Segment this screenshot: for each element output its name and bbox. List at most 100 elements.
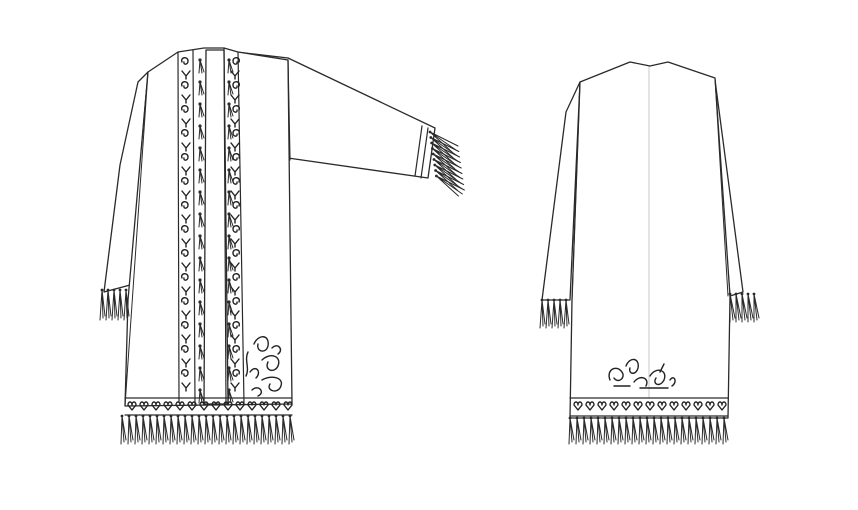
hem-motif xyxy=(573,401,583,411)
placket-motif xyxy=(181,166,191,176)
tassel xyxy=(227,235,234,250)
back-left-sleeve-fringe xyxy=(539,298,570,329)
placket-motif xyxy=(180,321,189,329)
front-right-opening-tassels xyxy=(227,58,234,404)
tassel xyxy=(198,301,205,316)
hem-motif xyxy=(633,401,643,411)
fringe-strand xyxy=(274,415,281,445)
placket-motif xyxy=(230,118,240,128)
tassel xyxy=(198,389,205,404)
fringe-strand xyxy=(435,170,465,191)
back-body xyxy=(569,61,731,419)
fringe-strand xyxy=(735,293,742,323)
fringe-strand xyxy=(575,417,582,445)
tassel xyxy=(198,235,205,250)
hem-motif xyxy=(597,401,607,411)
hem-motif xyxy=(259,401,269,411)
tassel xyxy=(227,169,234,184)
placket-motif xyxy=(232,81,241,89)
fringe-strand xyxy=(430,137,460,158)
hem-motif xyxy=(235,401,245,411)
fringe-strand xyxy=(596,417,603,445)
tassel xyxy=(198,81,205,96)
hem-motif xyxy=(717,401,727,411)
placket-motif xyxy=(181,382,191,392)
placket-motif xyxy=(232,201,241,209)
fringe-strand xyxy=(288,415,295,445)
placket-motif xyxy=(232,105,241,113)
placket-motif xyxy=(230,142,240,152)
placket-motif xyxy=(180,81,189,89)
fringe-strand xyxy=(123,289,130,321)
back-hem-fringe xyxy=(568,416,729,445)
fringe-strand xyxy=(155,415,162,445)
tassel xyxy=(227,147,234,162)
tassel xyxy=(198,323,205,338)
hem-motif xyxy=(657,401,667,411)
tassel xyxy=(198,125,205,140)
hem-motif xyxy=(247,401,257,411)
fringe-strand xyxy=(753,293,760,323)
tassel xyxy=(227,213,234,228)
fringe-strand xyxy=(722,417,729,445)
fringe-strand xyxy=(260,415,267,445)
tassel xyxy=(227,59,234,74)
fringe-strand xyxy=(433,159,463,180)
front-right-sleeve-cuff xyxy=(414,125,429,179)
robe-back-view xyxy=(539,61,760,445)
placket-motif xyxy=(180,225,189,233)
placket-motif xyxy=(180,201,189,209)
fringe-strand xyxy=(557,299,564,329)
front-armhole-line xyxy=(287,59,291,161)
fringe-strand xyxy=(694,417,701,445)
tassel xyxy=(227,345,234,360)
fringe-strand xyxy=(680,417,687,445)
tassel xyxy=(227,279,234,294)
hem-motif xyxy=(271,401,281,411)
fringe-strand xyxy=(169,415,176,445)
fringe-strand xyxy=(190,415,197,445)
fringe-strand xyxy=(666,417,673,445)
fringe-strand xyxy=(715,417,722,445)
placket-motif xyxy=(181,334,191,344)
hem-motif xyxy=(139,401,149,411)
tassel xyxy=(198,367,205,382)
fringe-strand xyxy=(631,417,638,445)
fringe-strand xyxy=(204,415,211,445)
robe-front-view xyxy=(99,47,465,445)
fringe-strand xyxy=(253,415,260,445)
placket-motif xyxy=(232,249,241,257)
placket-motif xyxy=(181,286,191,296)
placket-motif xyxy=(181,70,191,80)
fringe-strand xyxy=(162,415,169,445)
front-left-sleeve-fringe xyxy=(99,288,130,321)
fringe-strand xyxy=(431,148,461,169)
fringe-strand xyxy=(148,415,155,445)
fringe-strand xyxy=(225,415,232,445)
fringe-strand xyxy=(747,293,754,323)
hem-motif xyxy=(585,401,595,411)
fringe-strand xyxy=(120,415,127,445)
fringe-strand xyxy=(117,289,124,321)
back-hem-band-motifs xyxy=(573,401,727,411)
tassel xyxy=(198,257,205,272)
placket-motif xyxy=(181,358,191,368)
fringe-strand xyxy=(659,417,666,445)
placket-motif xyxy=(181,262,191,272)
placket-motif xyxy=(232,129,241,137)
front-right-sleeve-fringe xyxy=(428,130,465,197)
placket-motif xyxy=(180,129,189,137)
hem-motif xyxy=(681,401,691,411)
placket-motif xyxy=(181,310,191,320)
placket-motif xyxy=(232,297,241,305)
fringe-strand xyxy=(603,417,610,445)
fringe-strand xyxy=(545,299,552,329)
tassel xyxy=(227,367,234,382)
fringe-strand xyxy=(610,417,617,445)
fringe-strand xyxy=(589,417,596,445)
fringe-strand xyxy=(232,415,239,445)
front-right-placket-motifs xyxy=(230,57,241,392)
fringe-strand xyxy=(211,415,218,445)
fringe-strand xyxy=(111,289,118,321)
